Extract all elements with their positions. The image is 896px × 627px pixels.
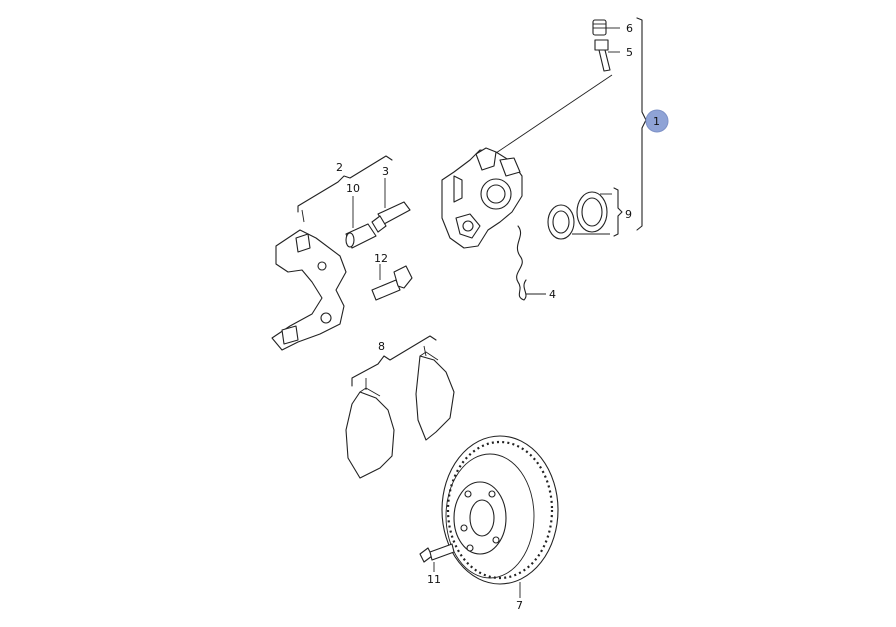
piston-seal-assembly	[547, 187, 623, 240]
part-3-guide-pin	[371, 178, 411, 233]
part-10-guide-sleeve	[345, 196, 377, 249]
leader-line-5-caliper	[495, 74, 613, 154]
callout-1: 1	[653, 115, 660, 128]
caliper-carrier	[271, 229, 347, 351]
brake-pad-outer	[345, 387, 395, 479]
group-2-bracket	[297, 155, 393, 223]
callout-5: 5	[626, 46, 633, 59]
callout-9: 9	[625, 208, 632, 221]
callout-6: 6	[626, 22, 633, 35]
callout-12: 12	[374, 252, 388, 265]
part-4-wear-sensor	[516, 225, 546, 301]
brake-pad-inner	[415, 351, 455, 441]
callout-10: 10	[346, 182, 360, 195]
callout-1-badge[interactable]: 1	[645, 109, 669, 133]
callout-8: 8	[378, 340, 385, 353]
caliper-housing	[441, 147, 523, 249]
part-6-bleed-cap	[592, 19, 620, 36]
part-5-bleed-screw	[594, 39, 620, 72]
callout-2: 2	[336, 161, 343, 174]
callout-labels: 6 5 2 3 10 9 12 4 8 11 7	[336, 22, 633, 612]
callout-7: 7	[516, 599, 523, 612]
callout-4: 4	[549, 288, 556, 301]
part-7-brake-disc	[441, 435, 559, 598]
group-1-bracket	[636, 17, 647, 231]
callout-11: 11	[427, 573, 441, 586]
part-12-bolt	[371, 264, 413, 301]
callout-3: 3	[382, 165, 389, 178]
part-11-disc-screw	[419, 543, 455, 572]
